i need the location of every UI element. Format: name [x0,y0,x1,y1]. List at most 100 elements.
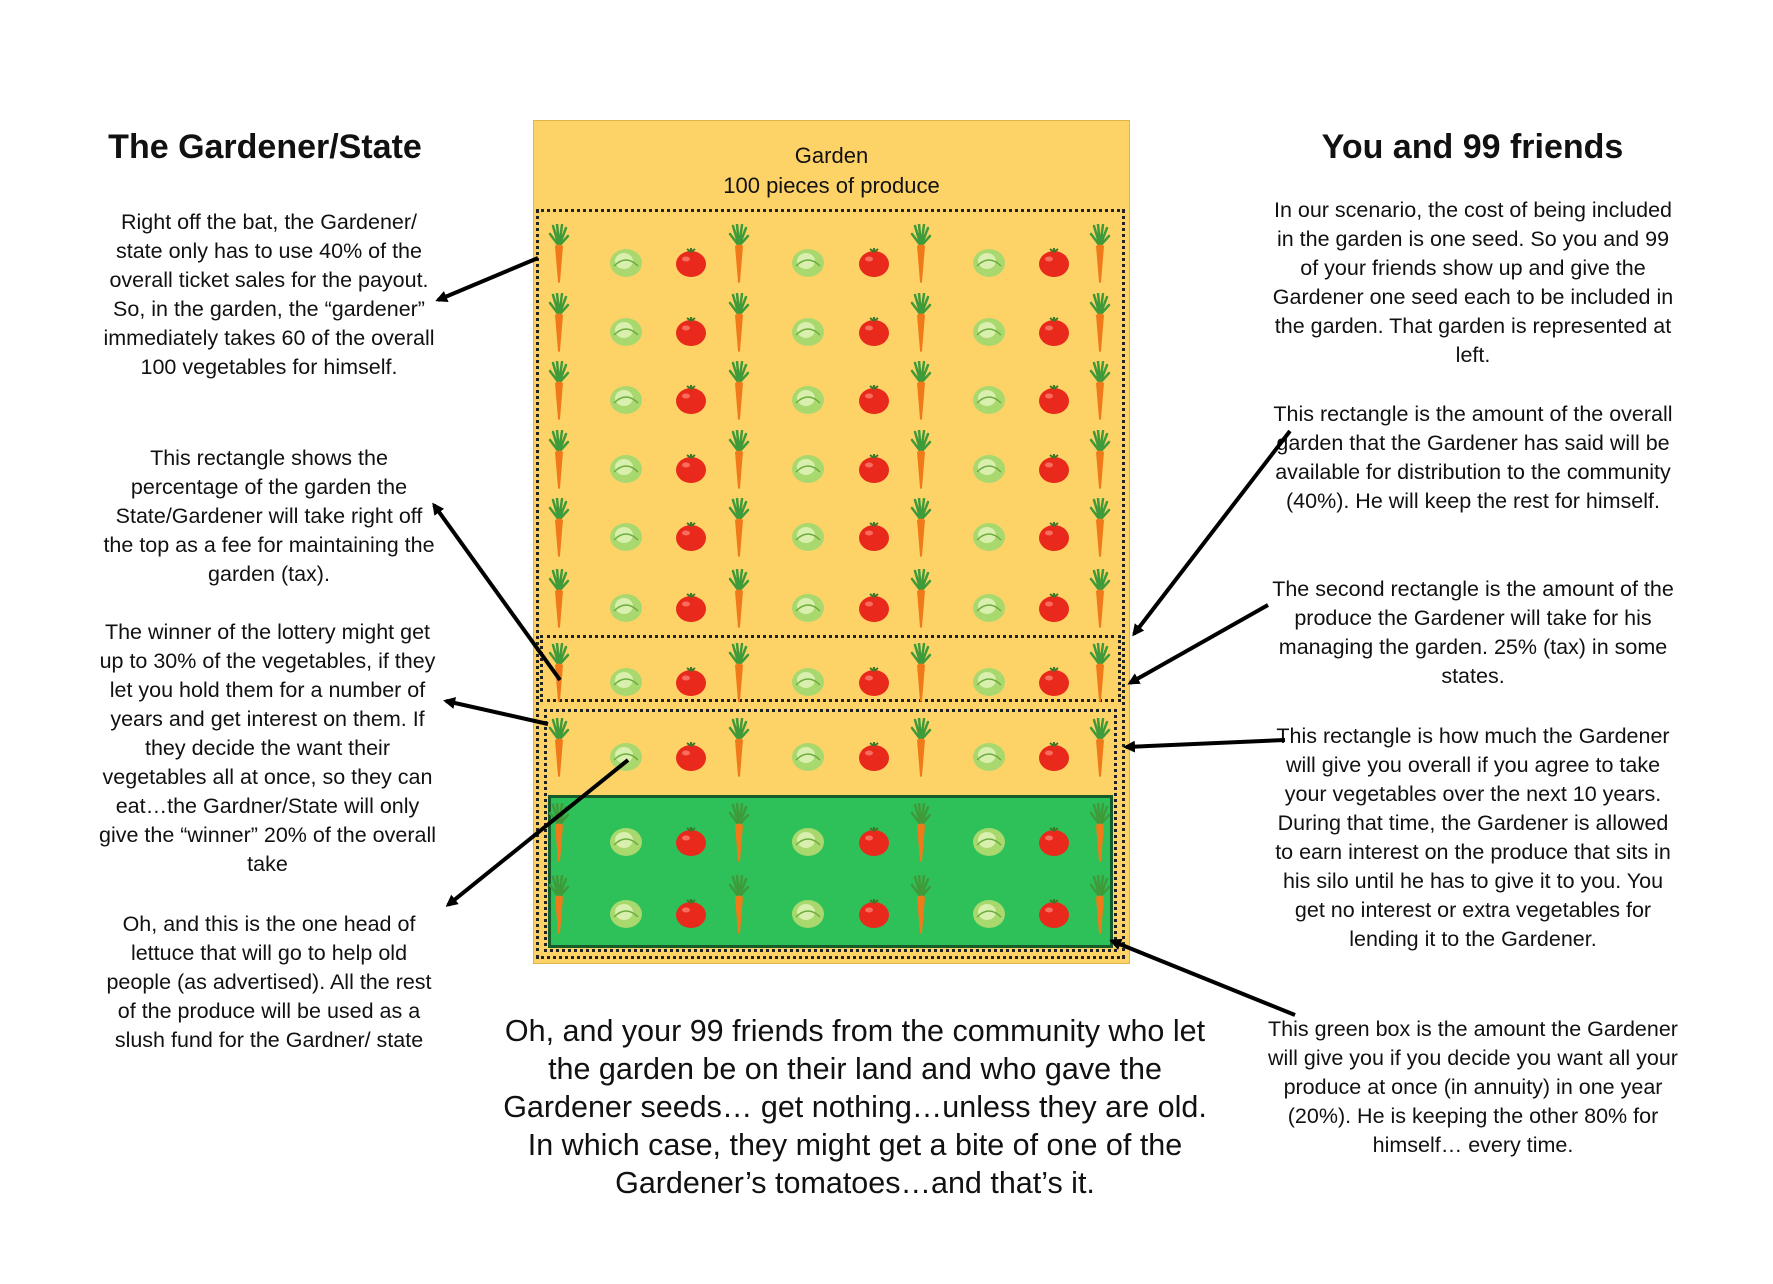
left-note-lettuce: Oh, and this is the one head of lettuce … [98,910,440,1055]
lettuce-icon [971,897,1007,934]
lettuce-icon [971,315,1007,352]
carrot-icon [727,430,751,495]
right-note-cost: In our scenario, the cost of being inclu… [1268,196,1678,370]
carrot-icon [909,643,933,708]
carrot-icon [547,803,571,868]
carrot-icon [547,569,571,634]
right-heading: You and 99 friends [1290,128,1655,167]
lettuce-icon [608,383,644,420]
lettuce-icon [971,740,1007,777]
tomato-icon [674,383,708,420]
tomato-icon [857,452,891,489]
carrot-icon [1088,430,1112,495]
lettuce-icon [790,452,826,489]
tomato-icon [674,740,708,777]
tomato-icon [857,315,891,352]
lettuce-icon [790,383,826,420]
lettuce-icon [790,897,826,934]
tomato-icon [1037,591,1071,628]
tomato-icon [1037,452,1071,489]
tomato-icon [857,665,891,702]
tomato-icon [674,315,708,352]
bottom-note: Oh, and your 99 friends from the communi… [490,1012,1220,1202]
tomato-icon [674,897,708,934]
carrot-icon [1088,643,1112,708]
garden-title-text: Garden [534,141,1129,171]
carrot-icon [727,361,751,426]
carrot-icon [909,875,933,940]
tomato-icon [674,520,708,557]
lettuce-icon [608,246,644,283]
carrot-icon [909,569,933,634]
tomato-icon [857,897,891,934]
carrot-icon [1088,361,1112,426]
lettuce-icon [790,665,826,702]
tomato-icon [1037,246,1071,283]
arrow-payout [438,258,538,300]
tomato-icon [857,591,891,628]
lettuce-icon [971,520,1007,557]
right-note-distribution: This rectangle is the amount of the over… [1268,400,1678,516]
carrot-icon [727,293,751,358]
carrot-icon [909,430,933,495]
lettuce-icon [608,452,644,489]
carrot-icon [1088,224,1112,289]
lettuce-icon [608,665,644,702]
garden-subtitle-text: 100 pieces of produce [534,171,1129,201]
left-heading: The Gardener/State [90,128,440,167]
tomato-icon [1037,740,1071,777]
carrot-icon [547,643,571,708]
carrot-icon [547,875,571,940]
garden-title: Garden 100 pieces of produce [534,141,1129,201]
tomato-icon [857,520,891,557]
carrot-icon [727,718,751,783]
carrot-icon [547,498,571,563]
tomato-icon [857,246,891,283]
carrot-icon [909,498,933,563]
carrot-icon [547,718,571,783]
carrot-icon [909,803,933,868]
tomato-icon [674,452,708,489]
left-note-payout: Right off the bat, the Gardener/ state o… [98,208,440,382]
lettuce-icon [971,246,1007,283]
tomato-icon [857,825,891,862]
tomato-icon [1037,520,1071,557]
tomato-icon [857,383,891,420]
lettuce-icon [608,825,644,862]
tomato-icon [1037,665,1071,702]
tomato-icon [1037,315,1071,352]
lettuce-icon [971,825,1007,862]
lettuce-icon [608,591,644,628]
tomato-icon [674,665,708,702]
carrot-icon [547,361,571,426]
lettuce-icon [608,740,644,777]
lettuce-icon [971,591,1007,628]
arrow-ten-year [1126,740,1285,747]
lettuce-icon [790,740,826,777]
carrot-icon [727,569,751,634]
right-note-managing: The second rectangle is the amount of th… [1268,575,1678,691]
lettuce-icon [608,315,644,352]
lettuce-icon [790,591,826,628]
lettuce-icon [790,315,826,352]
carrot-icon [1088,569,1112,634]
tomato-icon [857,740,891,777]
lettuce-icon [608,897,644,934]
carrot-icon [727,498,751,563]
carrot-icon [547,224,571,289]
carrot-icon [1088,803,1112,868]
tomato-icon [1037,825,1071,862]
garden-panel: Garden 100 pieces of produce [533,120,1130,964]
carrot-icon [1088,498,1112,563]
carrot-icon [727,224,751,289]
lettuce-icon [790,825,826,862]
carrot-icon [1088,875,1112,940]
carrot-icon [727,643,751,708]
carrot-icon [727,875,751,940]
carrot-icon [547,293,571,358]
carrot-icon [1088,718,1112,783]
right-note-green-box: This green box is the amount the Gardene… [1268,1015,1678,1160]
tomato-icon [674,591,708,628]
tomato-icon [1037,383,1071,420]
lettuce-icon [971,452,1007,489]
